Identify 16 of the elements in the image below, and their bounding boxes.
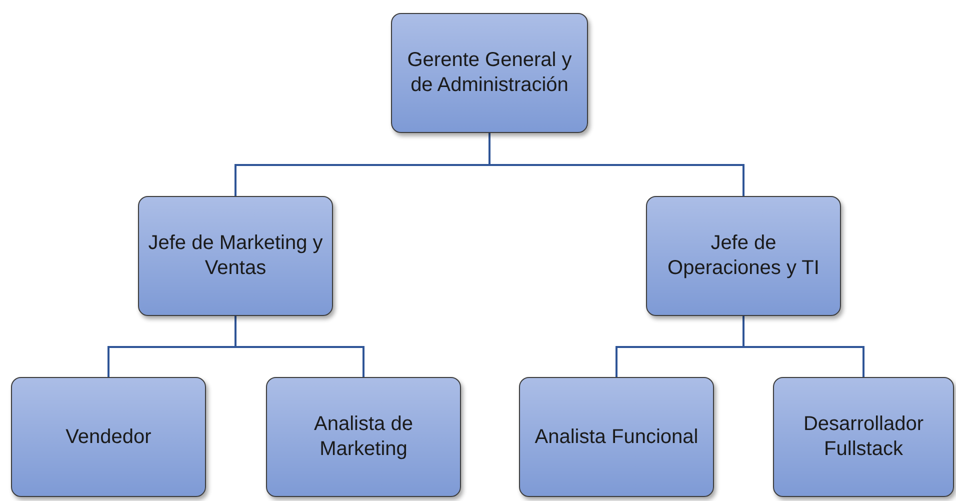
role-box xyxy=(646,196,841,316)
role-title: Jefe de Operaciones y TI xyxy=(666,231,820,281)
role-box xyxy=(391,13,588,133)
role-box xyxy=(266,377,461,497)
role-title: Jefe de Marketing y Ventas xyxy=(147,231,324,281)
role-box xyxy=(773,377,954,497)
role-box xyxy=(11,377,206,497)
connector-line xyxy=(488,133,744,196)
role-title: Analista Funcional xyxy=(534,424,698,450)
role-title: Vendedor xyxy=(66,424,152,450)
role-box xyxy=(519,377,714,497)
role-title: Desarrollador Fullstack xyxy=(802,412,925,462)
role-title: Analista de Marketing xyxy=(313,412,414,462)
role-box xyxy=(138,196,333,316)
connector-line xyxy=(742,316,864,377)
role-title: Gerente General y de Administración xyxy=(406,48,573,98)
